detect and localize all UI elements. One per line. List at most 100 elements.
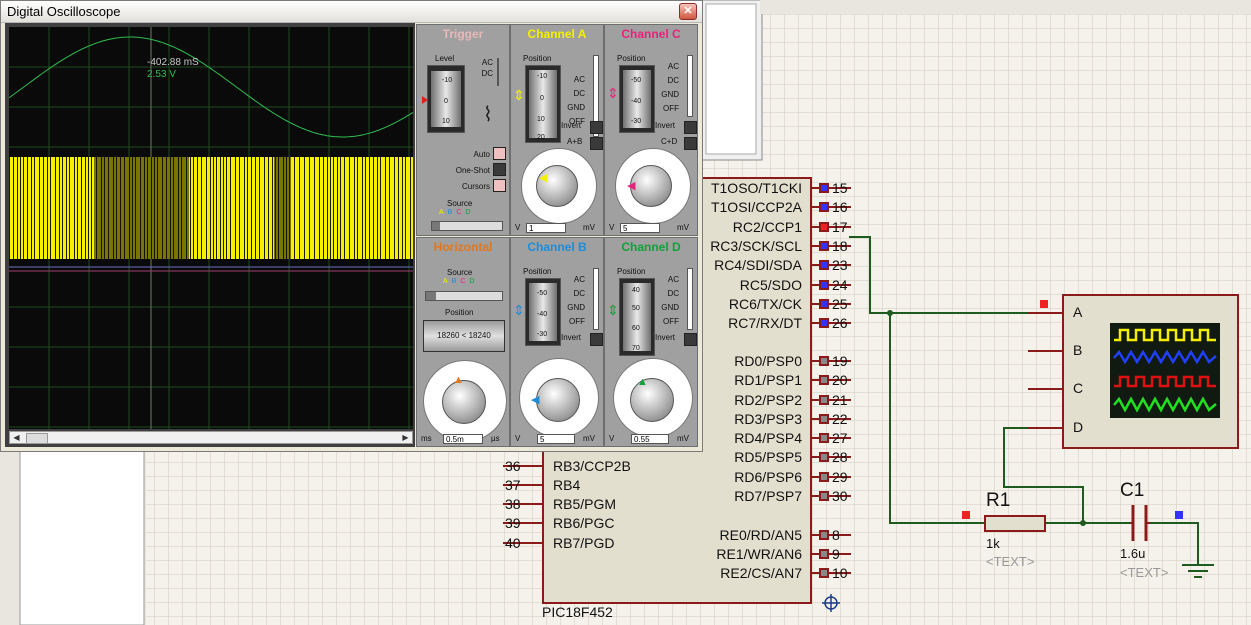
mcu-pin-label: RB6/PGC [553,515,615,531]
mcu-pin-marker [819,318,829,328]
channel-b-volts-knob[interactable] [536,378,580,422]
channel-b-knob-marker-icon: ◀ [531,394,540,406]
channel-d-volts-knob[interactable] [630,378,674,422]
scroll-right-arrow-icon[interactable]: ▶ [402,433,409,442]
mcu-part-label: PIC18F452 [542,604,613,620]
mcu-pin-label: RD5/PSP5 [734,449,802,465]
trigger-level-label: Level [435,54,455,63]
mcu-pin-label: RB3/CCP2B [553,458,631,474]
mcu-pin-marker [819,241,829,251]
channel-d-invert-toggle[interactable] [684,333,697,346]
oscilloscope-window[interactable]: Digital Oscilloscope ✕ -402.88 mS 2.53 V… [0,0,703,452]
mcu-pin-number: 21 [832,392,848,408]
mcu-pin-label: RD0/PSP0 [734,353,802,369]
trigger-source-label: Source [447,199,473,208]
horizontal-position-readout[interactable]: 18260 < 18240 [423,320,505,352]
channel-a-title: Channel A [527,27,587,41]
mcu-pin-marker [819,280,829,290]
trigger-source-slider[interactable] [431,221,503,231]
channel-b-invert-toggle[interactable] [590,333,603,346]
mcu-pin-label: RC6/TX/CK [728,296,802,312]
mcu-pin-label: RD4/PSP4 [734,430,802,446]
mcu-pin-number: 15 [832,180,848,196]
edge-select-icon[interactable]: ⌇ [483,104,493,126]
channel-a-invert-toggle[interactable] [590,121,603,134]
c1-text: <TEXT> [1120,565,1169,580]
horizontal-source-slider[interactable] [425,291,503,301]
horizontal-title: Horizontal [433,240,493,254]
mcu-pin-marker [819,452,829,462]
mcu-pin-marker [819,375,829,385]
channel-c-offset-arrow-icon: ⇕ [607,85,619,101]
scope-titlebar[interactable]: Digital Oscilloscope ✕ [1,1,702,23]
mcu-pin-number: 26 [832,315,848,331]
mcu-pin-label: T1OSO/T1CKI [710,180,802,196]
horizontal-time-knob[interactable] [442,380,486,424]
mcu-pin-marker [819,356,829,366]
mcu-pin-label: RC7/RX/DT [728,315,802,331]
channel-c-invert-toggle[interactable] [684,121,697,134]
channel-d-volts-value[interactable]: 0.55 [631,434,669,444]
c1-name: C1 [1120,480,1145,501]
mcu-pin-number: 17 [832,219,848,235]
mcu-pin-label: RE1/WR/AN6 [716,546,802,562]
mcu-pin-number: 36 [505,458,521,474]
trigger-level-slider[interactable]: -10 0 10 [422,65,465,133]
channel-a-position-slider[interactable]: -10 0 10 20 [525,65,561,143]
mcu-pin-number: 18 [832,238,848,254]
mcu-pin-label: RC5/SDO [739,277,802,293]
horizontal-scrollbar[interactable]: ◀ ▶ [9,431,413,444]
mcu-pin-label: RC3/SCK/SCL [710,238,802,254]
channel-a-combine-toggle[interactable] [590,137,603,150]
mcu-pin-label: RC2/CCP1 [732,219,802,235]
mcu-pin-label: RD3/PSP3 [734,411,802,427]
mcu-pin-marker [819,549,829,559]
close-button[interactable]: ✕ [679,3,697,20]
scroll-thumb[interactable] [26,433,48,444]
horizontal-time-value[interactable]: 0.5m [443,434,483,444]
channel-c-volts-knob[interactable] [630,165,672,207]
channel-c-position-slider[interactable]: -50 -40 -30 [619,65,655,133]
trigger-coupling[interactable]: AC DC [481,58,493,78]
mcu-pin-number: 9 [832,546,840,562]
channel-b-position-slider[interactable]: -50 -40 -30 [525,278,561,346]
channel-c-title: Channel C [621,27,681,41]
channel-d-knob-marker-icon: ▲ [637,376,648,388]
mcu-pin-marker [819,491,829,501]
trigger-modes[interactable]: Auto One-Shot Cursors [455,150,490,191]
mcu-pin-label: RD6/PSP6 [734,469,802,485]
mcu-pin-marker [819,568,829,578]
mcu-pin-marker [819,395,829,405]
channel-c-volts-value[interactable]: 5 [620,223,660,233]
mcu-pin-number: 8 [832,527,840,543]
auto-toggle[interactable] [493,147,506,160]
cursors-toggle[interactable] [493,179,506,192]
channel-b-volts-value[interactable]: 5 [537,434,575,444]
mcu-pin-number: 23 [832,257,848,273]
one-shot-toggle[interactable] [493,163,506,176]
channel-a-volts-value[interactable]: 1 [526,223,566,233]
channel-d-position-slider[interactable]: 40 50 60 70 [619,278,655,356]
mcu-pin-number: 16 [832,199,848,215]
mcu-pin-label: T1OSI/CCP2A [710,199,802,215]
mcu-pin-number: 24 [832,277,848,293]
waveform-display[interactable] [9,27,413,429]
mcu-pin-label: RD2/PSP2 [734,392,802,408]
channel-a-volts-knob[interactable] [536,165,578,207]
scroll-left-arrow-icon[interactable]: ◀ [13,433,20,442]
mcu-pin-marker [819,433,829,443]
mcu-pin-number: 28 [832,449,848,465]
channel-c-combine-toggle[interactable] [684,137,697,150]
mcu-pin-number: 10 [832,565,848,581]
mcu-pin-marker [819,299,829,309]
scope-input-c: C [1073,380,1084,396]
